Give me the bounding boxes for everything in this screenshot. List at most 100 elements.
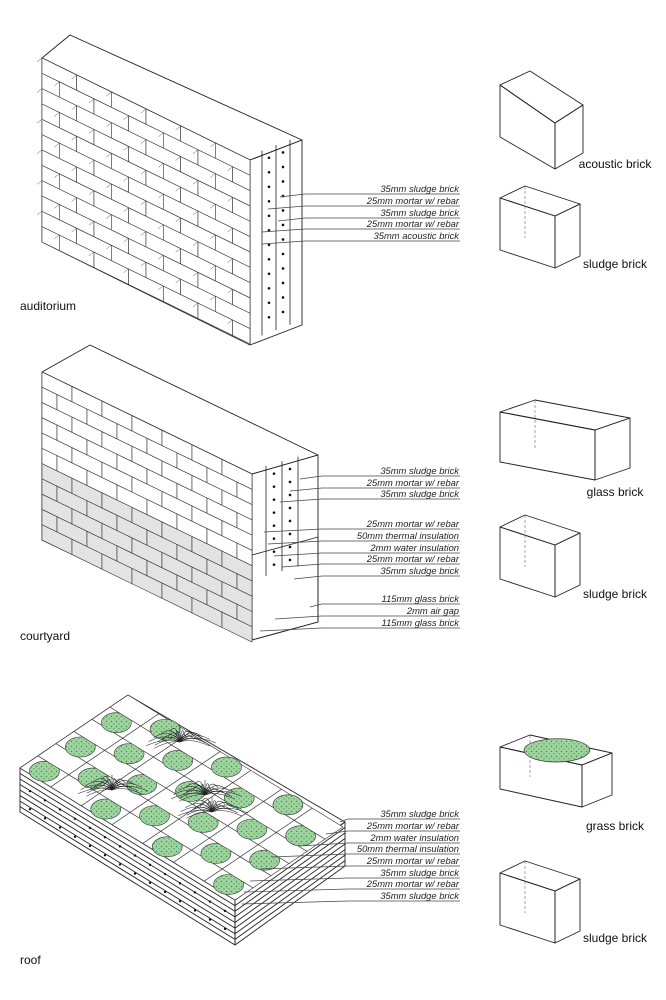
grass-texture	[65, 737, 96, 758]
brick-edge	[123, 146, 129, 151]
rebar-dot	[267, 301, 271, 305]
rebar-dot	[272, 524, 276, 527]
grass-texture	[249, 850, 280, 871]
rebar-dot	[208, 900, 212, 903]
brick-edge	[210, 234, 216, 239]
leader-line	[299, 475, 323, 480]
legend-sludge-brick	[499, 185, 581, 269]
grass-blade	[86, 787, 113, 794]
grass-blade	[111, 780, 135, 791]
grass-texture	[213, 874, 244, 895]
legend-brick-side	[554, 203, 581, 269]
brick-edge	[123, 176, 129, 182]
rebar-dot	[267, 286, 271, 290]
rebar-dot	[148, 881, 152, 885]
legend-label-sludge: sludge brick	[583, 587, 648, 601]
brick-edge	[54, 173, 60, 178]
rebar-dot	[267, 214, 271, 218]
brick-edge	[175, 248, 181, 253]
rebar-dot	[178, 882, 182, 885]
legend-brick-top	[499, 514, 581, 546]
layer-label: 35mm acoustic brick	[374, 230, 461, 241]
grass-blade	[211, 804, 242, 813]
grass-blade	[201, 797, 213, 813]
grass-blade	[193, 804, 213, 813]
rebar-dot	[73, 817, 77, 820]
rebar-dot	[267, 156, 271, 160]
grass-blade	[153, 733, 181, 743]
rebar-dot	[193, 891, 197, 894]
leader-line	[271, 853, 349, 858]
legend-grass-brick	[499, 734, 613, 808]
grass-blade	[169, 727, 181, 743]
layer-divider	[19, 778, 346, 912]
grass-blade	[111, 785, 149, 792]
layer-label: 25mm mortar w/ rebar	[366, 553, 460, 564]
rebar-dot	[281, 223, 285, 227]
brick-edge	[175, 217, 181, 222]
grass-blade	[167, 732, 181, 743]
rebar-dot	[281, 281, 285, 285]
brick-edge	[158, 193, 164, 199]
grass-texture	[29, 761, 60, 782]
brick-edge	[106, 214, 112, 219]
grass-blade	[182, 789, 206, 796]
rebar-dot	[288, 506, 292, 510]
grass-blade	[185, 783, 206, 796]
leader-line	[261, 240, 306, 245]
leader-line	[243, 888, 349, 893]
rebar-dot	[288, 480, 292, 484]
grass-texture	[285, 825, 316, 846]
grass-blade	[180, 806, 213, 813]
grass-texture	[272, 794, 303, 815]
rebar-dot	[281, 267, 285, 270]
rebar-dot	[88, 844, 92, 848]
rebar-dot	[288, 545, 292, 549]
legend-brick-side	[554, 878, 581, 944]
grass-blade	[178, 809, 213, 816]
legend-brick-side	[554, 104, 584, 170]
brick	[232, 319, 251, 345]
leader-line	[325, 830, 349, 835]
leader-line	[299, 842, 349, 847]
grass-blade	[78, 787, 113, 794]
brick-edge	[175, 186, 181, 192]
brick-edge	[158, 163, 164, 168]
brick-edge	[227, 258, 233, 263]
rebar-dot	[267, 228, 271, 232]
grass-blade	[160, 730, 181, 743]
grass-blade	[157, 736, 181, 743]
brick-edge	[88, 251, 95, 256]
brick-edge	[140, 169, 147, 175]
brick-edge	[88, 220, 95, 226]
rebar-dot	[288, 493, 292, 497]
grass-blade	[179, 732, 203, 743]
brick-edge	[140, 231, 147, 236]
brick-edge	[210, 142, 216, 148]
rebar-dot	[272, 485, 276, 488]
grass-blade	[146, 739, 181, 746]
legend-label-grass: grass brick	[586, 819, 645, 833]
layer-divider	[19, 800, 346, 935]
rebar-dot	[88, 826, 92, 830]
grass-blade	[92, 778, 113, 791]
grass-texture	[162, 750, 193, 771]
leader-line	[273, 552, 323, 557]
brick-edge	[158, 285, 164, 290]
grass-blade	[161, 734, 181, 743]
rebar-dot	[73, 835, 77, 838]
brick-edge	[158, 132, 164, 137]
grass-blade	[186, 809, 213, 816]
legend-brick-side	[554, 532, 581, 598]
rebar-dot	[267, 272, 271, 276]
grass-texture	[224, 788, 255, 809]
leader-line	[277, 217, 306, 222]
brick-edge	[36, 119, 43, 124]
rebar-dot	[43, 799, 47, 802]
brick-edge	[140, 200, 147, 205]
rebar-dot	[267, 185, 271, 189]
section-label-auditorium: auditorium	[20, 299, 76, 313]
grass-texture	[200, 843, 231, 864]
grass-blade	[111, 782, 142, 791]
brick-edge	[123, 237, 129, 243]
